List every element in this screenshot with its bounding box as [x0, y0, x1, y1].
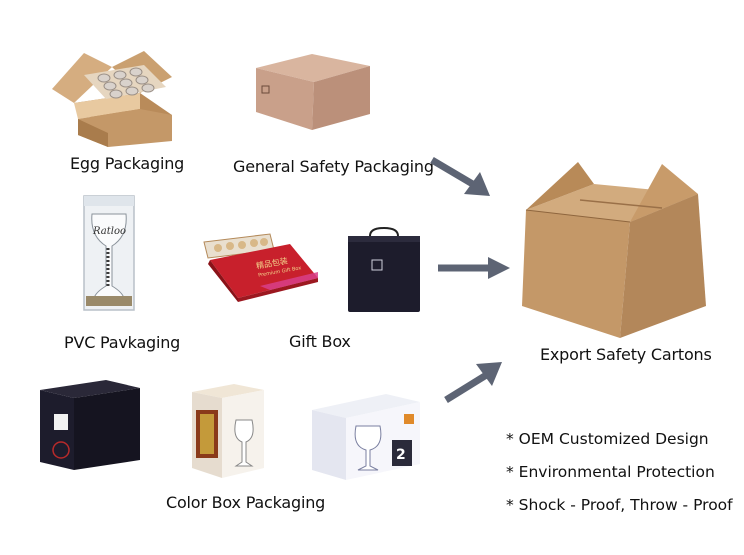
color-box-packaging-label: Color Box Packaging — [166, 493, 326, 512]
egg-packaging-label: Egg Packaging — [70, 154, 185, 173]
pvc-glass-script: Ratloo — [93, 226, 126, 237]
gift-box-black-image — [348, 226, 420, 312]
general-box-logo — [261, 85, 270, 94]
export-safety-cartons-label: Export Safety Cartons — [540, 345, 712, 364]
feature-environmental: * Environmental Protection — [506, 463, 715, 481]
feature-oem: * OEM Customized Design — [506, 430, 709, 448]
color-box-glass-image — [312, 394, 420, 480]
color-box-dark-image — [40, 380, 140, 470]
pvc-packaging-label: PVC Pavkaging — [64, 333, 181, 352]
color-box-wine-image — [192, 384, 264, 478]
egg-packaging-image — [52, 51, 172, 147]
arrow-top-icon — [430, 156, 490, 196]
arrow-middle-icon — [438, 257, 510, 279]
gift-box-red-image — [203, 233, 318, 302]
arrow-bottom-icon — [444, 362, 502, 403]
general-safety-packaging-image — [256, 54, 370, 130]
general-safety-packaging-label: General Safety Packaging — [233, 157, 434, 176]
feature-shock-proof: * Shock - Proof, Throw - Proof — [506, 496, 733, 514]
gift-box-label: Gift Box — [289, 332, 351, 351]
export-safety-carton-image — [522, 162, 706, 338]
color-box-count: 2 — [396, 447, 406, 463]
pvc-packaging-image — [83, 195, 135, 311]
